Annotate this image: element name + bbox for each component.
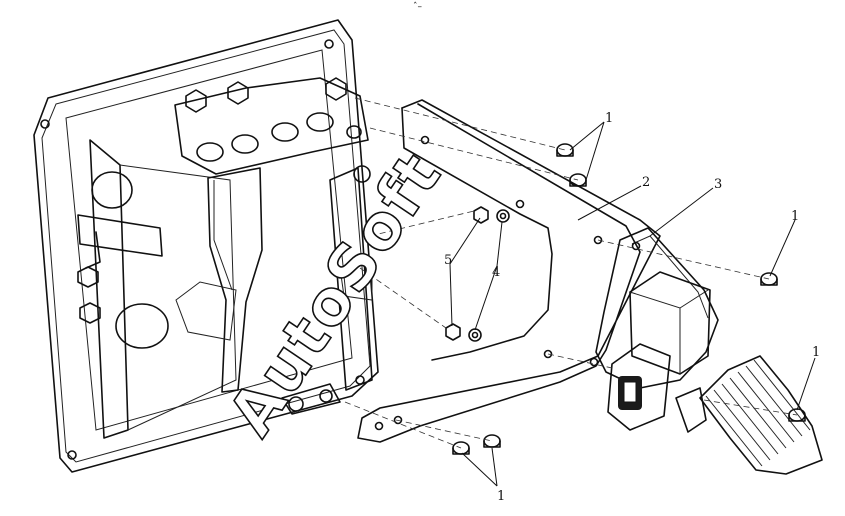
callout-5: 5: [444, 253, 452, 268]
sensor-bracket: [589, 227, 719, 389]
pedal-sensor: [607, 271, 711, 431]
callout-4: 4: [492, 265, 500, 280]
bolt: [483, 434, 501, 448]
callout-1-top: 1: [605, 111, 613, 126]
nut: [473, 206, 489, 224]
bolts-and-washers: [445, 143, 806, 455]
header-mark: ˆ–: [413, 1, 423, 12]
accelerator-pedal: [675, 355, 823, 475]
intermediate-bracket: [357, 99, 661, 443]
callout-1-bottom-right: 1: [812, 345, 820, 360]
bolt: [556, 143, 574, 157]
bolt: [760, 272, 778, 286]
washer: [468, 328, 482, 342]
washer: [496, 209, 510, 223]
callout-leaders: [449, 121, 816, 487]
callout-3: 3: [714, 177, 722, 192]
callout-1-bottom: 1: [497, 489, 505, 504]
pedal-bracket: [77, 77, 373, 439]
callout-2: 2: [642, 175, 650, 190]
mounting-panel: [33, 19, 379, 473]
bolt: [452, 441, 470, 455]
callout-1-right: 1: [791, 209, 799, 224]
assembly-lines: [344, 97, 798, 449]
nut: [445, 323, 461, 341]
